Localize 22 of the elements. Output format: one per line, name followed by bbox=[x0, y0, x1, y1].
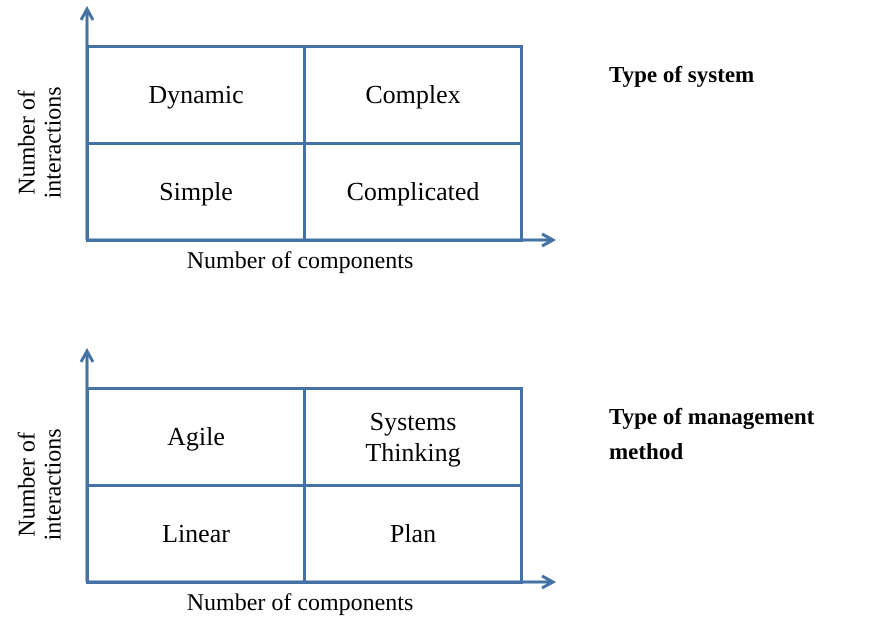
quadrant-cell bbox=[303, 387, 523, 487]
cell-text: Systems Thinking bbox=[364, 406, 462, 468]
quadrant-cell bbox=[86, 142, 306, 242]
matrix-title: Type of management method bbox=[609, 403, 816, 466]
axis-label: Number of interactions bbox=[14, 427, 68, 542]
cell-text: Dynamic bbox=[147, 79, 245, 111]
cell-text: Complex bbox=[364, 79, 462, 111]
matrix-title: Type of system bbox=[609, 61, 756, 89]
quadrant-cell bbox=[86, 387, 306, 487]
axis-label: Number of interactions bbox=[14, 85, 68, 200]
cell-text: Complicated bbox=[346, 176, 480, 208]
axis-label: Number of components bbox=[186, 248, 414, 274]
quadrant-cell bbox=[86, 484, 306, 584]
cell-text: Simple bbox=[158, 176, 234, 208]
quadrant-cell bbox=[303, 142, 523, 242]
quadrant-cell bbox=[303, 45, 523, 145]
quadrant-cell bbox=[303, 484, 523, 584]
cell-text: Agile bbox=[166, 421, 226, 453]
cell-text: Linear bbox=[161, 518, 231, 550]
cell-text: Plan bbox=[388, 518, 438, 550]
quadrant-cell bbox=[86, 45, 306, 145]
axis-label: Number of components bbox=[186, 590, 414, 616]
